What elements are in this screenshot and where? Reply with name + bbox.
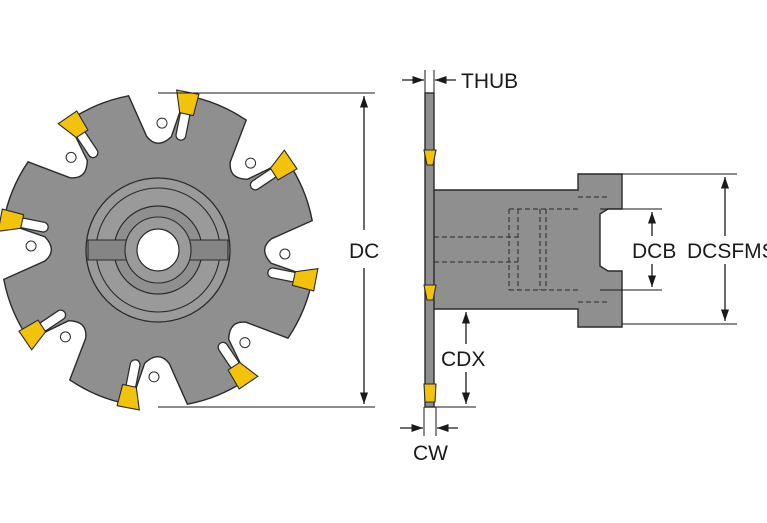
cw-label: CW bbox=[413, 442, 448, 465]
dcb-dimension: DCB bbox=[600, 208, 676, 291]
chip-slot bbox=[77, 131, 98, 157]
dcsfms-label: DCSFMS bbox=[687, 240, 767, 263]
chip-slot bbox=[176, 111, 190, 140]
insert bbox=[227, 361, 259, 390]
bolt-hole bbox=[65, 151, 77, 163]
blade-plate bbox=[424, 92, 435, 408]
bolt-hole bbox=[25, 240, 37, 252]
front-view bbox=[0, 89, 319, 411]
insert bbox=[291, 268, 319, 292]
dc-label: DC bbox=[349, 240, 379, 263]
dc-dimension: DC bbox=[158, 92, 379, 408]
side-insert-bottom bbox=[423, 383, 437, 403]
bolt-hole bbox=[148, 371, 160, 383]
hidden-bore bbox=[434, 196, 610, 303]
insert bbox=[18, 319, 47, 351]
chip-slot bbox=[218, 343, 239, 369]
bolt-hole-group bbox=[25, 117, 291, 383]
dcb-label: DCB bbox=[632, 240, 676, 263]
chip-slot bbox=[251, 169, 277, 190]
bolt-hole bbox=[245, 157, 257, 169]
chip-slot bbox=[19, 218, 48, 232]
bolt-hole bbox=[156, 117, 168, 129]
shank-body bbox=[431, 173, 623, 328]
bolt-hole bbox=[59, 331, 71, 343]
cdx-dimension: CDX bbox=[434, 312, 485, 408]
chip-slot bbox=[126, 360, 140, 389]
cw-dimension: CW bbox=[400, 407, 458, 465]
side-insert-top bbox=[423, 149, 437, 166]
side-insert-mid bbox=[423, 284, 437, 301]
bolt-hole bbox=[239, 337, 251, 349]
side-view bbox=[423, 92, 623, 408]
thub-label: THUB bbox=[461, 70, 518, 93]
bolt-hole bbox=[279, 248, 291, 260]
center-bore bbox=[136, 228, 180, 272]
insert-group bbox=[0, 89, 319, 411]
cdx-label: CDX bbox=[441, 348, 485, 371]
thub-dimension: THUB bbox=[402, 70, 518, 93]
insert bbox=[0, 208, 25, 232]
insert bbox=[116, 383, 140, 411]
chip-slot bbox=[268, 268, 297, 282]
insert bbox=[57, 110, 89, 139]
insert bbox=[269, 149, 298, 181]
chip-slot bbox=[39, 310, 65, 331]
dcsfms-dimension: DCSFMS bbox=[622, 173, 767, 325]
